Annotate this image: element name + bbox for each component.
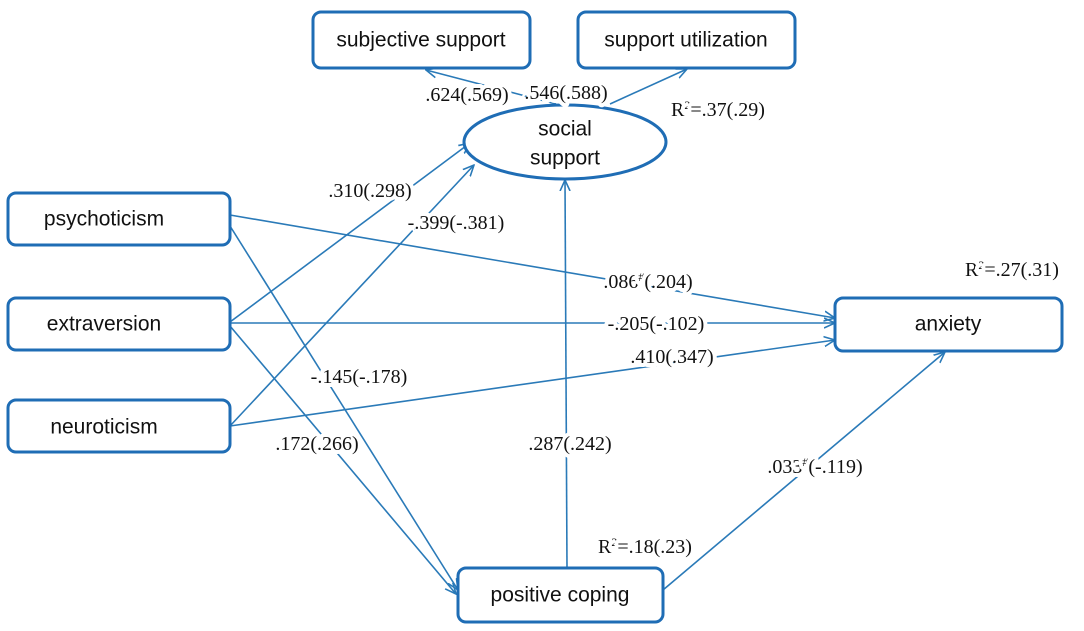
node-positive-coping: positive coping — [456, 566, 665, 624]
node-extraversion: extraversion — [6, 296, 232, 352]
node-label: social — [538, 118, 592, 141]
edge-coping-to-anxiety — [662, 352, 945, 591]
coef-psychoticism-to-coping: -.145(-.178) — [311, 366, 408, 388]
node-label: subjective support — [336, 29, 505, 52]
edge-extraversion-to-coping — [229, 325, 456, 594]
node-label: anxiety — [915, 313, 982, 336]
node-label: psychoticism — [44, 208, 164, 231]
coef-coping-to-anxiety: .033#(-.119) — [767, 455, 862, 478]
coef-psychoticism-to-anxiety: .086#(.204) — [603, 270, 692, 293]
r-squared-social-support: R2=.37(.29) — [671, 98, 765, 121]
node-label: support — [530, 147, 600, 170]
node-anxiety: anxiety — [833, 296, 1064, 353]
r-squared-anxiety: R2=.27(.31) — [965, 258, 1059, 281]
node-psychoticism: psychoticism — [6, 191, 232, 247]
node-support-utilization: support utilization — [576, 10, 797, 70]
coef-coping-to-social: .287(.242) — [528, 433, 611, 455]
coef-extraversion-to-social: .310(.298) — [328, 180, 411, 202]
edge-neuroticism-to-social — [229, 165, 474, 427]
coef-social-to-utilization: .546(.588) — [524, 82, 607, 104]
node-subjective-support: subjective support — [311, 10, 532, 70]
coef-neuroticism-to-anxiety: .410(.347) — [630, 346, 713, 368]
r-squared-labels: R2=.37(.29) R2=.27(.31) R2=.18(.23) — [594, 94, 1063, 562]
edge-psychoticism-to-anxiety — [229, 214, 835, 318]
edge-psychoticism-to-coping — [229, 225, 458, 590]
edge-social-to-subjective — [426, 70, 557, 105]
edges — [229, 69, 945, 594]
coef-social-to-subjective: .624(.569) — [425, 84, 508, 106]
node-label: extraversion — [47, 313, 161, 336]
coef-neuroticism-to-social: -.399(-.381) — [408, 212, 505, 234]
coef-extraversion-to-anxiety: -.205(-.102) — [608, 313, 705, 335]
node-label: positive coping — [491, 584, 630, 607]
node-social-support: social support — [462, 103, 668, 181]
r-squared-positive-coping: R2=.18(.23) — [598, 535, 692, 558]
edge-coping-to-social — [565, 180, 567, 569]
node-label: neuroticism — [50, 416, 157, 439]
coefficients: .624(.569) .546(.588) .310(.298) -.399(-… — [271, 78, 866, 482]
edge-extraversion-to-social — [229, 143, 470, 323]
node-neuroticism: neuroticism — [6, 398, 232, 454]
node-label: support utilization — [604, 29, 767, 52]
edge-neuroticism-to-anxiety — [229, 340, 835, 427]
edge-social-to-utilization — [609, 69, 687, 105]
coef-extraversion-to-coping: .172(.266) — [275, 433, 358, 455]
